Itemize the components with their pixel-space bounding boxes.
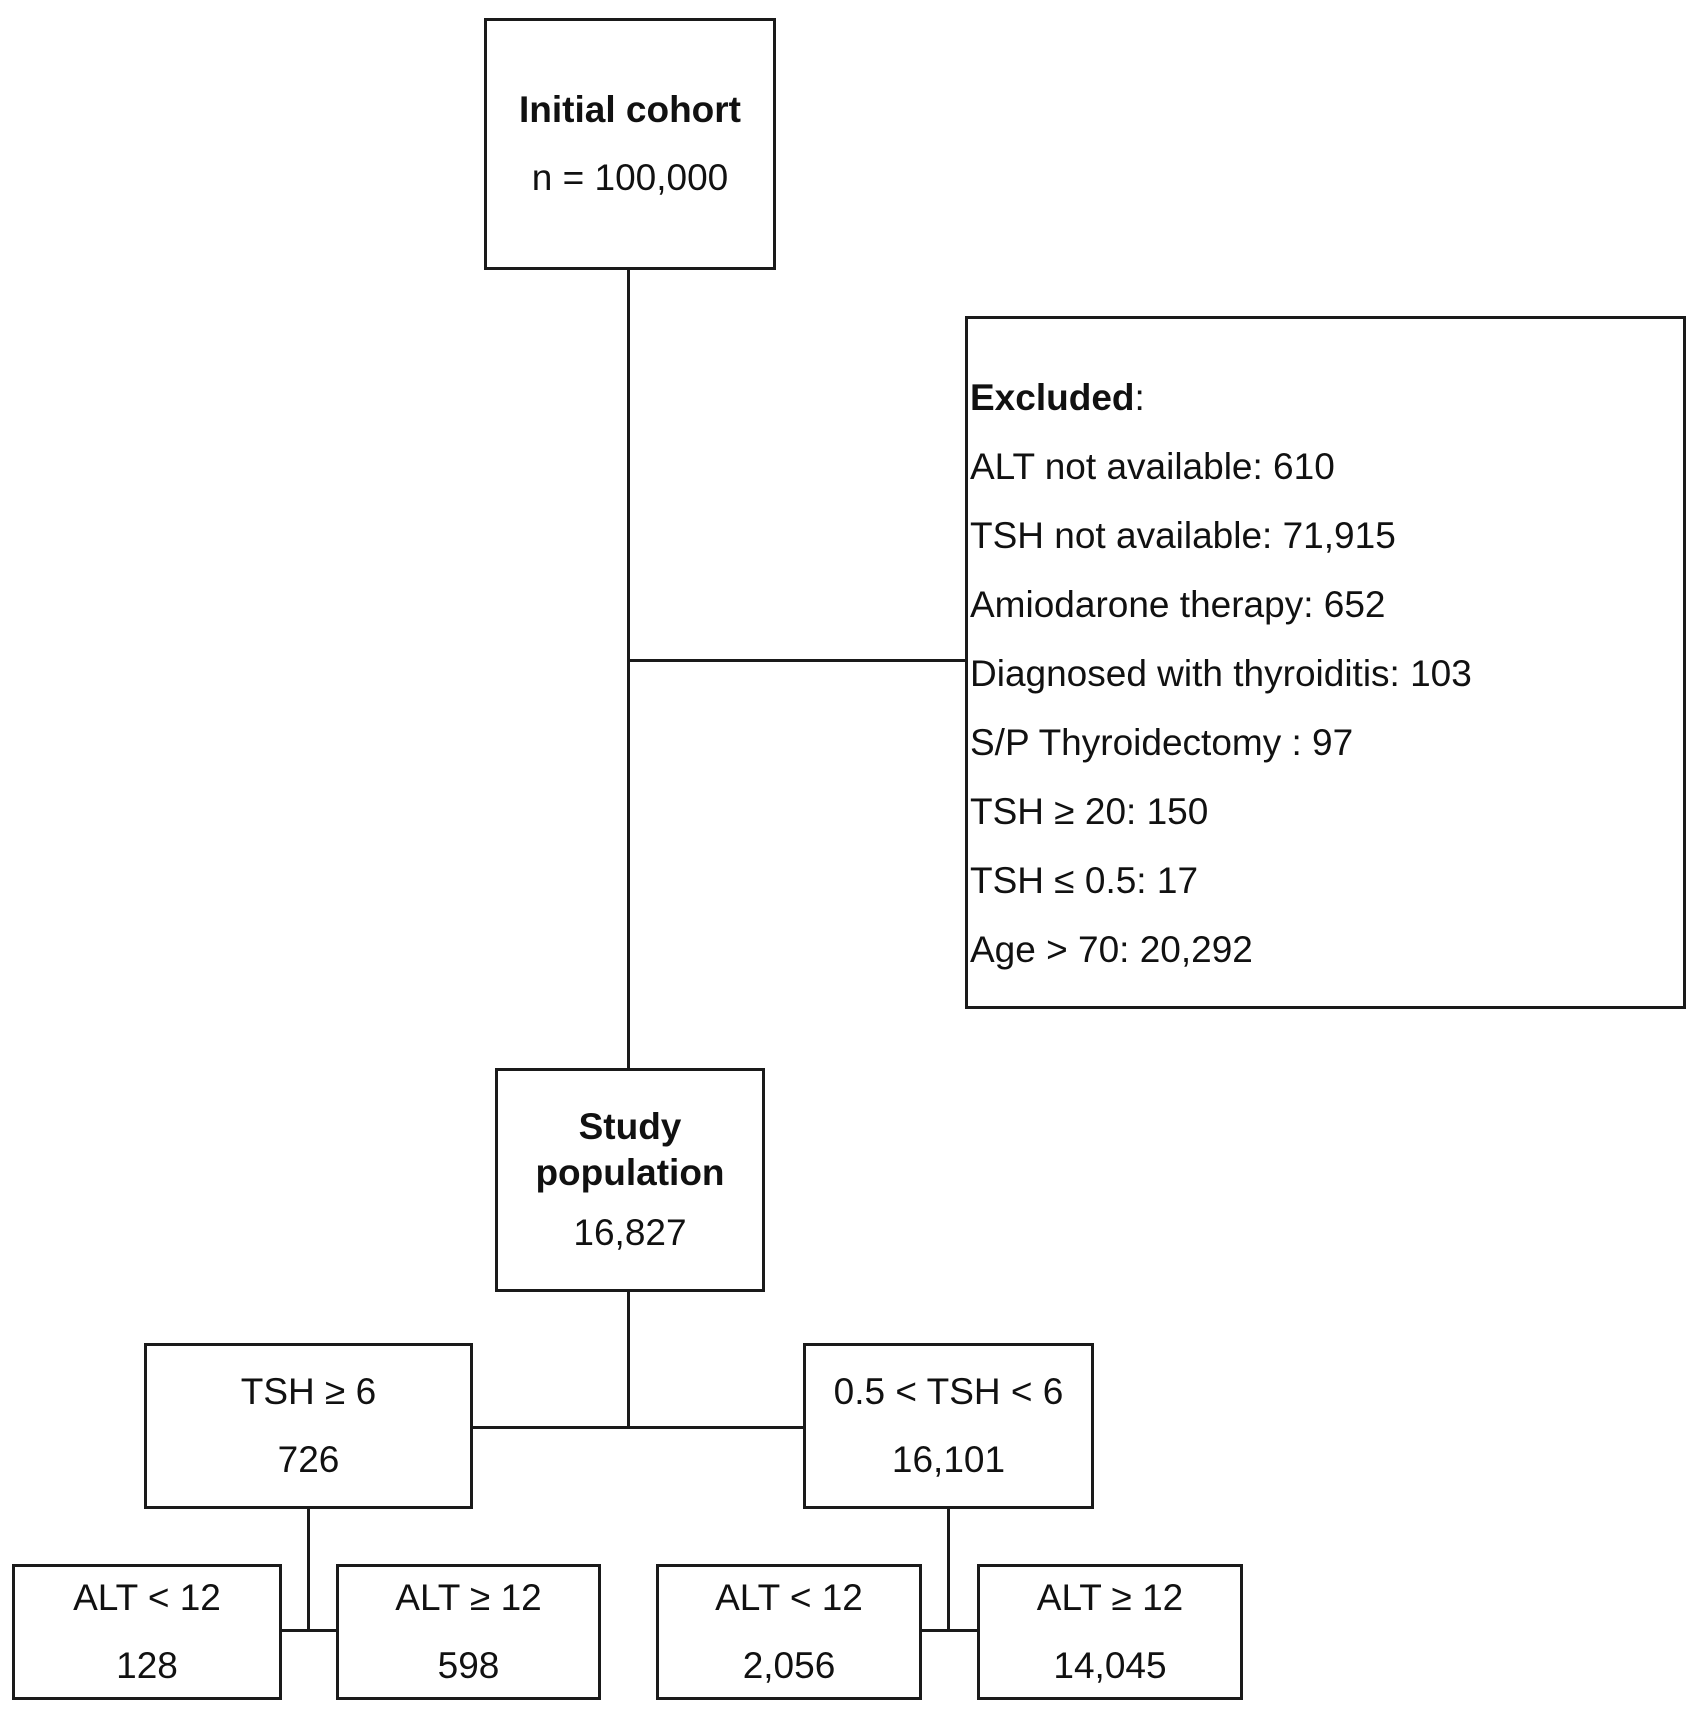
tsh-high-label: TSH ≥ 6 [240, 1370, 377, 1412]
leaf-label: ALT ≥ 12 [1036, 1576, 1184, 1618]
excluded-item: S/P Thyroidectomy : 97 [970, 722, 1354, 763]
leaf-count: 128 [116, 1645, 178, 1686]
alt-high-tsh-high-box: ALT ≥ 12 598 [336, 1564, 601, 1700]
alt-low-tsh-normal-box: ALT < 12 2,056 [656, 1564, 922, 1700]
leaf-count: 598 [437, 1645, 500, 1686]
leaf-count: 14,045 [1053, 1645, 1167, 1686]
connector-tsh-normal-leaves [920, 1629, 979, 1632]
excluded-heading: Excluded [970, 377, 1135, 418]
excluded-item: TSH not available: 71,915 [970, 515, 1396, 556]
excluded-item: ALT not available: 610 [970, 446, 1335, 487]
initial-cohort-title: Initial cohort [519, 88, 741, 130]
tsh-high-box: TSH ≥ 6 726 [144, 1343, 473, 1509]
connector-tsh-high-down [307, 1508, 310, 1632]
excluded-heading-row: Excluded: [970, 363, 1683, 432]
excluded-item: Diagnosed with thyroiditis: 103 [970, 653, 1472, 694]
connector-tsh-normal-down [947, 1508, 950, 1632]
alt-high-tsh-normal-box: ALT ≥ 12 14,045 [977, 1564, 1243, 1700]
study-population-title-line2: population [535, 1151, 725, 1193]
excluded-item: TSH ≥ 20: 150 [970, 791, 1209, 832]
initial-cohort-box: Initial cohort n = 100,000 [484, 18, 776, 270]
excluded-item: Age > 70: 20,292 [970, 929, 1253, 970]
excluded-item: TSH ≤ 0.5: 17 [970, 860, 1199, 901]
tsh-normal-box: 0.5 < TSH < 6 16,101 [803, 1343, 1094, 1509]
tsh-high-count: 726 [277, 1439, 340, 1480]
excluded-item: Amiodarone therapy: 652 [970, 584, 1386, 625]
leaf-count: 2,056 [742, 1645, 836, 1686]
study-population-count: 16,827 [573, 1212, 687, 1254]
tsh-normal-label: 0.5 < TSH < 6 [833, 1370, 1064, 1412]
leaf-label: ALT < 12 [73, 1576, 221, 1618]
connector-split-horizontal [470, 1426, 806, 1429]
connector-study-down [627, 1290, 630, 1428]
leaf-label: ALT ≥ 12 [395, 1576, 542, 1618]
tsh-normal-count: 16,101 [891, 1439, 1006, 1480]
study-population-title-line1: Study [578, 1105, 682, 1147]
connector-to-excluded [627, 659, 965, 662]
initial-cohort-count: n = 100,000 [531, 157, 729, 198]
connector-tsh-high-leaves [279, 1629, 338, 1632]
excluded-box: Excluded: ALT not available: 610 TSH not… [965, 316, 1686, 1009]
alt-low-tsh-high-box: ALT < 12 128 [12, 1564, 282, 1700]
excluded-heading-colon: : [1134, 377, 1145, 418]
connector-initial-to-study [627, 268, 630, 1068]
leaf-label: ALT < 12 [715, 1576, 863, 1618]
study-population-box: Study population 16,827 [495, 1068, 765, 1292]
